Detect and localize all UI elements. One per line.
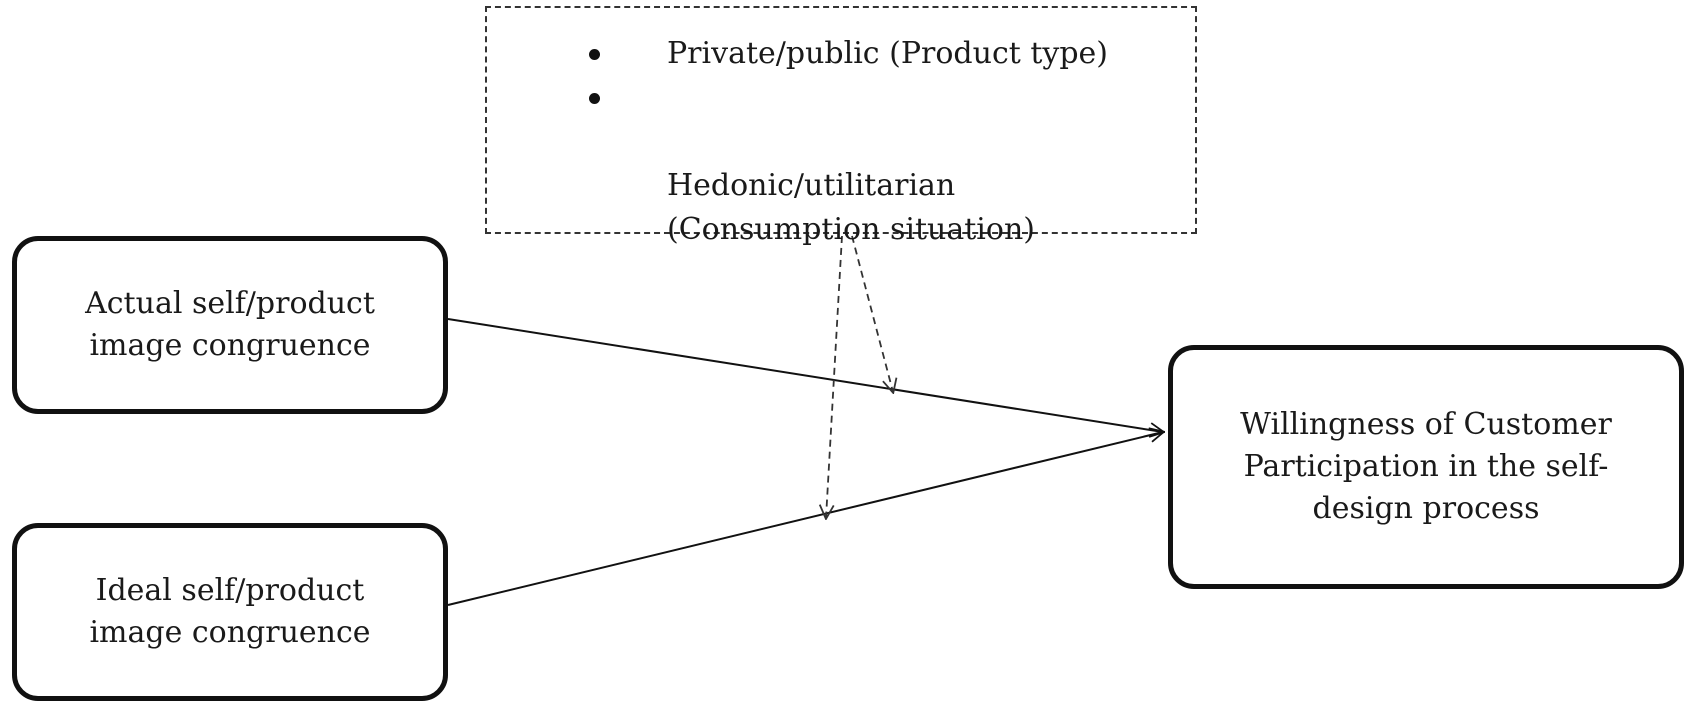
actual-congruence-box: Actual self/product image congruence bbox=[12, 236, 448, 414]
willingness-label: Willingness of Customer Participation in… bbox=[1240, 407, 1612, 526]
bullet-icon bbox=[589, 49, 600, 60]
moderator-text-consumption-situation: Hedonic/utilitarian (Consumption situati… bbox=[667, 168, 1035, 247]
willingness-box: Willingness of Customer Participation in… bbox=[1168, 345, 1684, 589]
moderator-text-product-type: Private/public (Product type) bbox=[667, 36, 1109, 71]
ideal-congruence-label: Ideal self/product image congruence bbox=[89, 573, 371, 650]
moderator-arrow-to-ideal-path bbox=[826, 235, 843, 518]
moderator-item-consumption-situation: Hedonic/utilitarian (Consumption situati… bbox=[487, 76, 1195, 252]
moderator-arrow-to-actual-path bbox=[851, 235, 893, 392]
actual-congruence-label: Actual self/product image congruence bbox=[85, 286, 375, 363]
moderator-list: Private/public (Product type) Hedonic/ut… bbox=[487, 32, 1195, 252]
arrow-ideal-to-willingness bbox=[447, 432, 1163, 606]
moderator-box: Private/public (Product type) Hedonic/ut… bbox=[485, 6, 1197, 247]
moderator-item-product-type: Private/public (Product type) bbox=[487, 32, 1195, 76]
ideal-congruence-box: Ideal self/product image congruence bbox=[12, 523, 448, 701]
arrow-actual-to-willingness bbox=[447, 318, 1163, 432]
bullet-icon bbox=[589, 93, 600, 104]
